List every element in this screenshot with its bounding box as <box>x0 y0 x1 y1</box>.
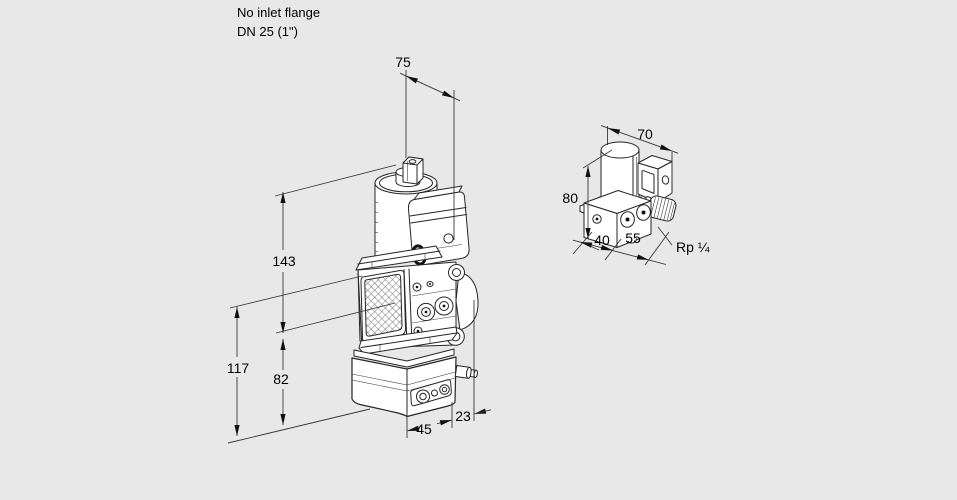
aux-valve-block <box>579 190 652 248</box>
thread-label: Rp ¼ <box>676 239 710 255</box>
valve-body <box>357 261 457 349</box>
thread-callout-group: Rp ¼ <box>657 226 710 255</box>
side-nipple <box>454 365 478 379</box>
dim-117-group: 117 <box>227 275 371 444</box>
dim-143-label: 143 <box>272 253 296 269</box>
outlet-flange <box>446 264 479 346</box>
dim-40-55-group: 40 55 <box>572 230 670 266</box>
dim-40-label: 40 <box>594 232 610 248</box>
block-side-tab <box>579 204 585 214</box>
base-ports <box>410 379 452 407</box>
note-line1: No inlet flange <box>237 5 320 20</box>
bottom-notch <box>627 238 637 244</box>
dim-45-23-group: 45 23 <box>406 300 492 438</box>
dim-80-label: 80 <box>562 190 578 206</box>
cable-gland-hole <box>661 175 670 185</box>
aux-valve-dimensions: 70 80 40 55 Rp ¼ <box>562 125 710 266</box>
dim-45-label: 45 <box>416 421 432 437</box>
base-block <box>351 348 478 418</box>
connector-box <box>637 155 673 203</box>
dim-55-label: 55 <box>625 230 641 246</box>
dim-23-label: 23 <box>455 408 471 424</box>
dim-70-label: 70 <box>637 126 653 142</box>
upper-flange <box>355 245 443 271</box>
dim-70-group: 70 <box>600 125 679 183</box>
note-line2: DN 25 (1") <box>237 24 298 39</box>
dim-82-group: 82 <box>273 339 289 425</box>
pressure-test-bosses <box>416 296 454 322</box>
note-annotation: No inlet flange DN 25 (1") <box>237 5 320 39</box>
dim-117-label: 117 <box>227 360 250 376</box>
dim-82-label: 82 <box>273 371 289 387</box>
dim-143-group: 143 <box>272 164 397 334</box>
dim-75-group: 75 <box>395 54 461 240</box>
adjustment-stem <box>395 156 424 187</box>
main-valve-dimensions: 75 143 117 82 <box>227 54 492 444</box>
dim-75-label: 75 <box>395 54 411 70</box>
aux-ports <box>620 204 651 228</box>
aux-valve-drawing <box>579 141 677 248</box>
housing-hole <box>443 233 454 244</box>
main-valve-drawing <box>351 156 479 418</box>
